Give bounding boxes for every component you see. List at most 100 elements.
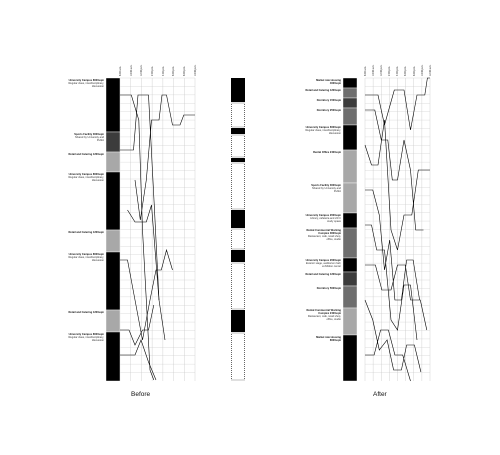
connector-solid-segment bbox=[231, 250, 245, 262]
after-program-label: Dormitory 1500sqm bbox=[305, 99, 341, 102]
before-program-block bbox=[105, 171, 121, 231]
connector-solid-segment bbox=[231, 310, 245, 332]
connector-dashed-segment bbox=[231, 228, 245, 250]
connector-solid-segment bbox=[231, 210, 245, 228]
after-program-label: Dormitory 5000sqm bbox=[305, 287, 341, 290]
after-occupancy-line bbox=[364, 299, 422, 373]
before-program-block bbox=[105, 131, 121, 153]
after-program-label: Dormitory 2500sqm bbox=[305, 109, 341, 112]
connector-solid-segment bbox=[231, 78, 245, 102]
after-program-label: Rental Commercial Working Complex 2400sq… bbox=[305, 309, 341, 321]
before-occupancy-line bbox=[134, 94, 195, 221]
after-program-block bbox=[342, 285, 358, 309]
after-time-tick: 12:00 p.m. bbox=[380, 64, 384, 76]
before-program-label: Retail and Catering 1200sqm bbox=[68, 231, 104, 234]
after-program-label: Market rate Housing 8000sqm bbox=[305, 336, 341, 342]
before-program-label: Retail and Catering 1200sqm bbox=[68, 153, 104, 156]
before-program-title: University Campus 8000sqm bbox=[68, 333, 104, 336]
before-program-title: Retail and Catering 1200sqm bbox=[68, 311, 104, 314]
before-program-subtitle: Regular class, interdisciplinary, discus… bbox=[68, 336, 104, 343]
before-program-block bbox=[105, 77, 121, 133]
after-program-block bbox=[342, 227, 358, 259]
connector-dashed-segment bbox=[231, 134, 245, 158]
after-program-block bbox=[342, 124, 358, 151]
after-occupancy-line bbox=[365, 77, 430, 131]
after-program-block bbox=[342, 97, 358, 109]
after-time-tick: 4:00 p.m. bbox=[396, 66, 400, 76]
before-program-block bbox=[105, 151, 121, 173]
before-occupancy-line bbox=[127, 204, 166, 341]
after-program-title: Sports Facility 3000sqm bbox=[311, 184, 341, 187]
connector-dashed-segment bbox=[231, 332, 245, 381]
before-occupancy-line bbox=[120, 94, 155, 381]
after-program-block bbox=[342, 257, 358, 273]
after-program-block bbox=[342, 77, 358, 89]
after-occupancy-line bbox=[365, 224, 418, 341]
after-occupancy-line bbox=[365, 189, 420, 301]
after-program-block bbox=[342, 307, 358, 336]
after-program-subtitle: Library, cafeteria and 24 hr study space bbox=[310, 217, 341, 224]
before-time-tick: 4:00 p.m. bbox=[161, 66, 165, 76]
after-time-tick: 2:00 p.m. bbox=[388, 66, 392, 76]
before-program-title: Retail and Catering 1200sqm bbox=[68, 153, 104, 156]
after-program-block bbox=[342, 182, 358, 214]
before-time-tick: 10:00 p.m. bbox=[193, 64, 197, 76]
after-program-title: Rental Office 2400sqm bbox=[313, 151, 341, 154]
before-occupancy-line bbox=[120, 94, 160, 301]
after-program-subtitle: Restaurant, cafe, retail shop, office, s… bbox=[307, 235, 341, 242]
after-time-tick: 6:00 p.m. bbox=[404, 66, 408, 76]
before-program-block bbox=[105, 309, 121, 333]
after-time-tick: 10:00 a.m. bbox=[371, 64, 375, 76]
after-program-title: University Campus 2000sqm bbox=[305, 214, 341, 217]
before-program-block bbox=[105, 229, 121, 253]
after-occupancy-line bbox=[365, 264, 428, 331]
before-time-tick: 12:00 p.m. bbox=[140, 64, 144, 76]
after-program-block bbox=[342, 87, 358, 99]
connector-dashed-segment bbox=[231, 162, 245, 210]
after-program-title: Dormitory 1500sqm bbox=[316, 99, 341, 102]
before-program-title: Retail and Catering 1200sqm bbox=[68, 231, 104, 234]
after-program-block bbox=[342, 212, 358, 229]
before-program-title: Sports Facility 3000sqm bbox=[74, 133, 104, 136]
after-program-block bbox=[342, 271, 358, 287]
after-time-tick: 12:00 a.m. bbox=[428, 64, 432, 76]
after-occupancy-line bbox=[365, 109, 424, 231]
after-program-label: Market rate Housing 4000sqm bbox=[305, 79, 341, 85]
before-occupancy-line bbox=[120, 248, 173, 341]
after-program-block bbox=[342, 107, 358, 126]
after-occupancy-line bbox=[365, 329, 411, 382]
after-program-label: Rental Commercial Working Complex 3600sq… bbox=[305, 229, 341, 241]
after-program-label: Retail and Catering 1200sqm bbox=[305, 273, 341, 276]
after-program-title: Retail and Catering 1200sqm bbox=[305, 89, 341, 92]
before-time-tick: 10:00 a.m. bbox=[129, 64, 133, 76]
after-program-label: Retail and Catering 1200sqm bbox=[305, 89, 341, 92]
before-program-title: University Campus 8000sqm bbox=[68, 79, 104, 82]
after-program-subtitle: Shared by University and Public bbox=[312, 187, 341, 194]
before-program-block bbox=[105, 251, 121, 311]
before-program-subtitle: Regular class, interdisciplinary, discus… bbox=[68, 176, 104, 183]
after-program-block bbox=[342, 334, 358, 382]
caption-after: After bbox=[373, 391, 387, 398]
after-program-block bbox=[342, 149, 358, 184]
after-program-title: Market rate Housing 4000sqm bbox=[316, 79, 341, 86]
after-program-title: Market rate Housing 8000sqm bbox=[316, 336, 341, 343]
connector-dashed-segment bbox=[231, 262, 245, 310]
after-time-tick: 10:00 p.m. bbox=[420, 64, 424, 76]
after-time-tick: 8:00 p.m. bbox=[412, 66, 416, 76]
before-program-title: University Campus 8000sqm bbox=[68, 173, 104, 176]
after-program-title: Retail and Catering 1200sqm bbox=[305, 273, 341, 276]
after-program-title: Rental Commercial Working Complex 2400sq… bbox=[306, 309, 341, 316]
before-program-subtitle: Regular class, interdisciplinary, discus… bbox=[68, 256, 104, 263]
after-program-title: University Campus 6000sqm bbox=[305, 126, 341, 129]
after-program-title: Dormitory 2500sqm bbox=[316, 109, 341, 112]
before-time-tick: 6:00 p.m. bbox=[172, 66, 176, 76]
